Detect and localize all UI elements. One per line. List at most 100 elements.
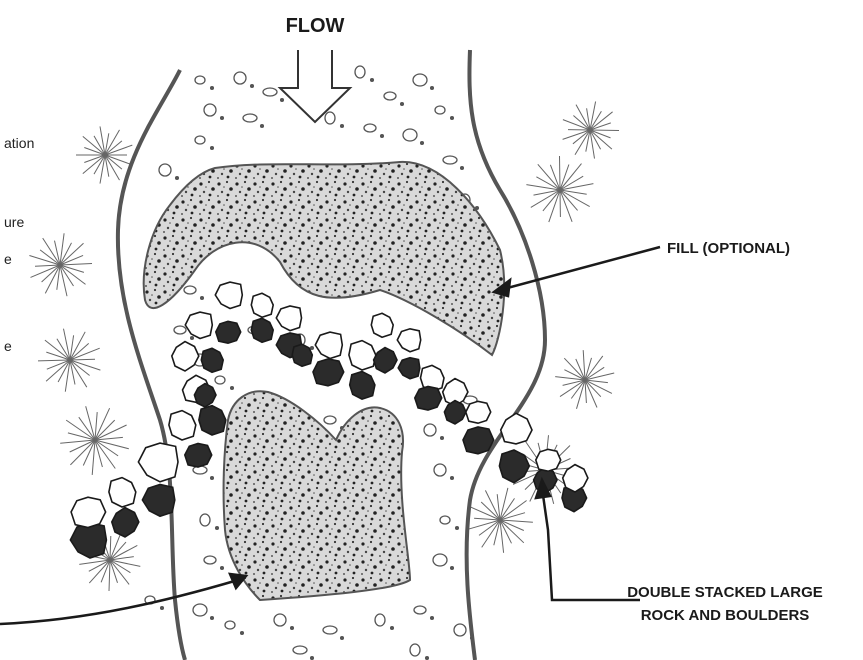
- gravel-dot: [381, 135, 384, 138]
- vegetation-stroke: [29, 256, 60, 266]
- boulder-light: [109, 478, 136, 507]
- right-bank-line: [467, 50, 545, 660]
- vegetation-stroke: [549, 190, 560, 222]
- vegetation-stroke: [560, 156, 561, 190]
- boulder-light: [536, 449, 561, 471]
- gravel-stone: [174, 326, 186, 334]
- vegetation-stroke: [70, 348, 100, 360]
- boulder-dark: [112, 508, 139, 537]
- vegetation-stroke: [590, 130, 611, 138]
- gravel-stone: [204, 104, 216, 116]
- gravel-stone: [195, 136, 205, 144]
- vegetation-stroke: [110, 542, 126, 560]
- boulder-dark: [415, 387, 442, 411]
- boulder-light: [276, 306, 301, 331]
- vegetation-stroke: [42, 265, 60, 282]
- vegetation-stroke: [563, 120, 590, 130]
- gravel-stone: [225, 621, 235, 629]
- gravel-stone: [234, 72, 246, 84]
- cut-label-2: ure: [4, 214, 24, 230]
- gravel-dot: [191, 337, 194, 340]
- boulder-dark: [398, 358, 420, 379]
- gravel-dot: [211, 147, 214, 150]
- flow-arrow-icon: [280, 50, 350, 122]
- vegetation-stroke: [573, 116, 590, 131]
- vegetation-stroke: [70, 343, 89, 360]
- gravel-dot: [221, 117, 224, 120]
- boulder-dark: [313, 359, 344, 386]
- gravel-dot: [311, 657, 314, 660]
- gravel-dot: [471, 637, 474, 640]
- gravel-stone: [454, 624, 466, 636]
- vegetation-stroke: [110, 531, 122, 560]
- gravel-stone: [403, 129, 417, 141]
- boulder-dark: [185, 444, 212, 468]
- gravel-dot: [211, 87, 214, 90]
- gravel-stone: [293, 646, 307, 654]
- gravel-stone: [243, 114, 257, 122]
- gravel-dot: [341, 125, 344, 128]
- vegetation-stroke: [485, 490, 500, 520]
- boulder-dark: [499, 450, 529, 483]
- gravel-stone: [440, 516, 450, 524]
- gravel-dot: [201, 297, 204, 300]
- boulder-light: [169, 411, 196, 440]
- gravel-stone: [204, 556, 216, 564]
- vegetation-stroke: [550, 165, 560, 190]
- boulder-dark: [199, 406, 226, 435]
- boulder-light: [397, 329, 420, 352]
- gravel-dot: [401, 103, 404, 106]
- boulder-label-line-1: DOUBLE STACKED LARGE: [627, 584, 823, 601]
- vegetation-stroke: [590, 130, 612, 149]
- vegetation-stroke: [590, 130, 619, 131]
- vegetation-stroke: [101, 560, 110, 582]
- boulder-light: [371, 313, 393, 337]
- vegetation-stroke: [60, 255, 83, 265]
- vegetation-stroke: [70, 359, 95, 360]
- gravel-stone: [364, 124, 376, 132]
- vegetation-stroke: [60, 243, 84, 265]
- gravel-stone: [413, 74, 427, 86]
- gravel-dot: [211, 617, 214, 620]
- gravel-stone: [323, 626, 337, 634]
- gravel-stone: [355, 66, 365, 78]
- boulder-light: [466, 401, 491, 423]
- gravel-stone: [424, 424, 436, 436]
- boulder-light: [215, 282, 242, 308]
- boulder-dark: [142, 485, 174, 517]
- vegetation-stroke: [70, 440, 95, 465]
- gravel-dot: [441, 437, 444, 440]
- vegetation-stroke: [47, 360, 70, 369]
- vegetation-stroke: [563, 130, 590, 139]
- gravel-stone: [215, 376, 225, 384]
- boulder-dark: [444, 401, 466, 425]
- gravel-stone: [195, 76, 205, 84]
- vegetation-stroke: [60, 264, 92, 266]
- vegetation-stroke: [35, 265, 60, 266]
- boulder-dark: [292, 344, 312, 366]
- gravel-stone: [274, 614, 286, 626]
- boulder-light: [71, 497, 106, 527]
- boulder-light: [251, 293, 273, 317]
- lower-left-leader-line: [0, 580, 238, 624]
- gravel-dot: [451, 567, 454, 570]
- gravel-dot: [291, 627, 294, 630]
- vegetation-stroke: [538, 164, 560, 190]
- gravel-dot: [251, 85, 254, 88]
- vegetation-stroke: [560, 190, 572, 222]
- vegetation-stroke: [500, 520, 524, 543]
- boulder-label-line-2: ROCK AND BOULDERS: [641, 607, 810, 624]
- vegetation-stroke: [560, 190, 578, 210]
- gravel-dot: [391, 627, 394, 630]
- gravel-dot: [431, 617, 434, 620]
- vegetation-stroke: [500, 520, 504, 553]
- boulder-light: [185, 312, 212, 338]
- boulder-dark: [374, 348, 397, 374]
- boulder-dark: [350, 372, 375, 400]
- gravel-dot: [421, 142, 424, 145]
- cut-label-1: ation: [4, 135, 34, 151]
- vegetation-stroke: [109, 560, 110, 591]
- gravel-dot: [281, 99, 284, 102]
- gravel-stone: [324, 416, 336, 424]
